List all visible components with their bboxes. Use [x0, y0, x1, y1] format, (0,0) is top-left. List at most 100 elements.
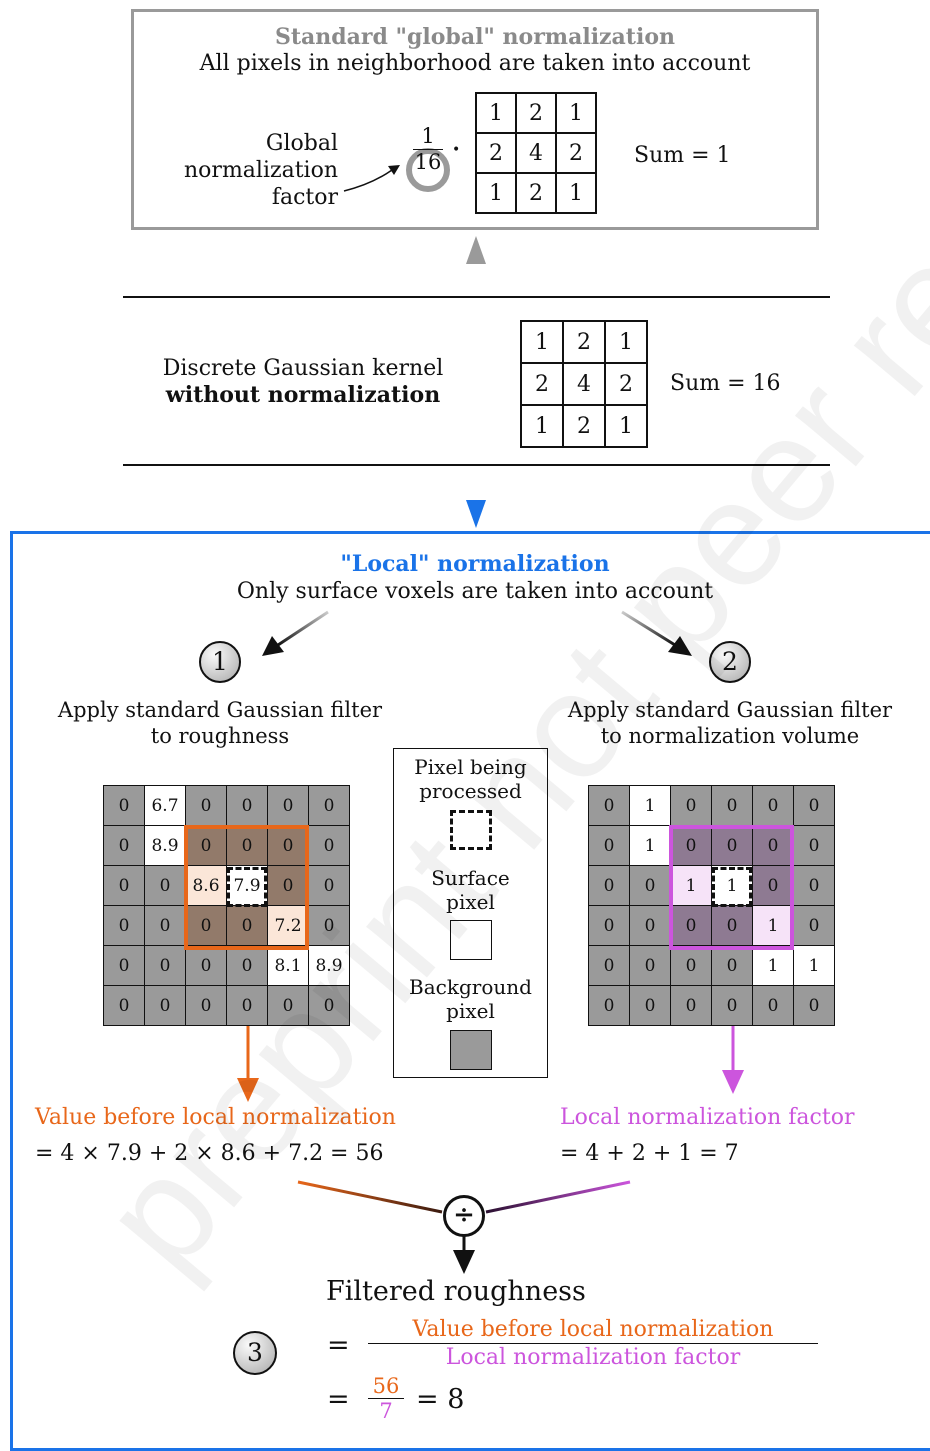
value-before-formula: = 4 × 7.9 + 2 × 8.6 + 7.2 = 56: [35, 1141, 384, 1166]
kernel-cell: 2: [475, 132, 517, 174]
legend-background-label: Background pixel: [393, 975, 548, 1023]
grid-cell: 0: [185, 985, 227, 1026]
grid-cell: 0: [267, 865, 309, 906]
step-1-badge: 1: [199, 641, 241, 683]
grid-cell: 0: [670, 945, 712, 986]
grid-cell: 7.2: [267, 905, 309, 946]
step-2-line-2: to normalization volume: [600, 724, 860, 748]
grid-cell: 0: [103, 905, 145, 946]
step-1-line-1: Apply standard Gaussian filter: [57, 698, 383, 722]
grid-cell: 0: [793, 985, 835, 1026]
grid-cell: 0: [185, 945, 227, 986]
kernel-cell: 2: [562, 320, 606, 364]
kernel-cell: 1: [475, 172, 517, 214]
grid-cell: 1: [752, 945, 794, 986]
grid-cell: 0: [629, 865, 671, 906]
discrete-kernel: 1 2 1 2 4 2 1 2 1: [520, 320, 648, 448]
grid-cell: 0: [670, 785, 712, 826]
fraction-numerator: 1: [421, 124, 435, 148]
grid-cell: 0: [711, 985, 753, 1026]
grid-cell: 1: [670, 865, 712, 906]
kernel-cell: 4: [515, 132, 557, 174]
local-factor-label: Local normalization factor: [560, 1105, 855, 1130]
grid-cell: 0: [670, 985, 712, 1026]
step-2-line-1: Apply standard Gaussian filter: [567, 698, 893, 722]
legend-processed-label: Pixel being processed: [393, 755, 548, 803]
global-kernel: 1 2 1 2 4 2 1 2 1: [475, 92, 597, 214]
result-equals-1: =: [327, 1330, 350, 1361]
grid-cell: 0: [793, 905, 835, 946]
legend-background-swatch: [450, 1030, 492, 1070]
normalization-processed-marker: [712, 867, 752, 907]
kernel-cell: 1: [520, 404, 564, 448]
grid-cell: 0: [185, 825, 227, 866]
grid-cell: 0: [144, 985, 186, 1026]
grid-cell: 0: [752, 985, 794, 1026]
roughness-kernel-window: [184, 825, 309, 950]
grid-cell: 0: [226, 985, 268, 1026]
grid-cell: 8.9: [308, 945, 350, 986]
legend-background-line-2: pixel: [446, 999, 495, 1023]
global-factor-label: Global normalization factor: [140, 130, 338, 211]
factor-pointer-arrow: [343, 169, 393, 192]
grid-cell: 0: [793, 825, 835, 866]
kernel-cell: 1: [604, 320, 648, 364]
global-sum: Sum = 1: [634, 143, 731, 168]
legend-background-line-1: Background: [409, 975, 532, 999]
arrow-down-to-local: [466, 466, 486, 528]
discrete-label-line-2: without normalization: [165, 382, 441, 408]
grid-cell: 0: [588, 785, 630, 826]
step-3-badge: 3: [233, 1331, 277, 1375]
result-value: = 8: [416, 1384, 465, 1415]
factor-pointer-head: [388, 165, 400, 175]
kernel-cell: 2: [562, 404, 606, 448]
grid-cell: 0: [308, 905, 350, 946]
discrete-sum: Sum = 16: [670, 371, 781, 396]
step-2-badge: 2: [709, 641, 751, 683]
grid-cell: 6.7: [144, 785, 186, 826]
result-fraction: Value before local normalization Local n…: [368, 1316, 818, 1371]
grid-cell: 0: [226, 785, 268, 826]
grid-cell: 1: [793, 945, 835, 986]
kernel-cell: 2: [520, 362, 564, 406]
global-factor-label-line-2: normalization: [184, 158, 338, 183]
grid-cell: 1: [629, 825, 671, 866]
grid-cell: 0: [267, 825, 309, 866]
global-title: Standard "global" normalization: [274, 24, 675, 50]
separator-bottom: [123, 464, 830, 466]
legend-processed-line-2: processed: [419, 779, 522, 803]
grid-cell: 0: [588, 825, 630, 866]
grid-cell: 0: [308, 865, 350, 906]
kernel-cell: 1: [475, 92, 517, 134]
grid-cell: 1: [629, 785, 671, 826]
grid-cell: 0: [185, 785, 227, 826]
legend-surface-line-2: pixel: [446, 890, 495, 914]
global-fraction: 1 16: [409, 124, 447, 174]
legend-processed-line-1: Pixel being: [414, 755, 527, 779]
roughness-processed-marker: [227, 867, 267, 907]
grid-cell: 0: [752, 825, 794, 866]
value-before-label: Value before local normalization: [35, 1105, 396, 1130]
grid-cell: 0: [711, 825, 753, 866]
grid-cell: 0: [267, 785, 309, 826]
fraction-denominator: 16: [413, 149, 443, 174]
grid-cell: 0: [629, 945, 671, 986]
grid-cell: 8.6: [185, 865, 227, 906]
grid-cell: 0: [793, 865, 835, 906]
kernel-cell: 2: [555, 132, 597, 174]
kernel-cell: 1: [604, 404, 648, 448]
kernel-cell: 1: [555, 172, 597, 214]
grid-cell: 0: [588, 945, 630, 986]
grid-cell: 0: [103, 825, 145, 866]
grid-cell: 0: [103, 785, 145, 826]
grid-cell: 0: [144, 945, 186, 986]
grid-cell: 0: [103, 945, 145, 986]
grid-cell: 0: [752, 785, 794, 826]
result-fraction-numerator: Value before local normalization: [412, 1317, 774, 1342]
local-subtitle: Only surface voxels are taken into accou…: [236, 579, 714, 604]
global-factor-label-line-3: factor: [271, 185, 338, 210]
grid-cell: 0: [711, 905, 753, 946]
merge-line-purple: [485, 1180, 631, 1214]
grid-cell: 0: [144, 905, 186, 946]
legend-box: [393, 748, 548, 1078]
